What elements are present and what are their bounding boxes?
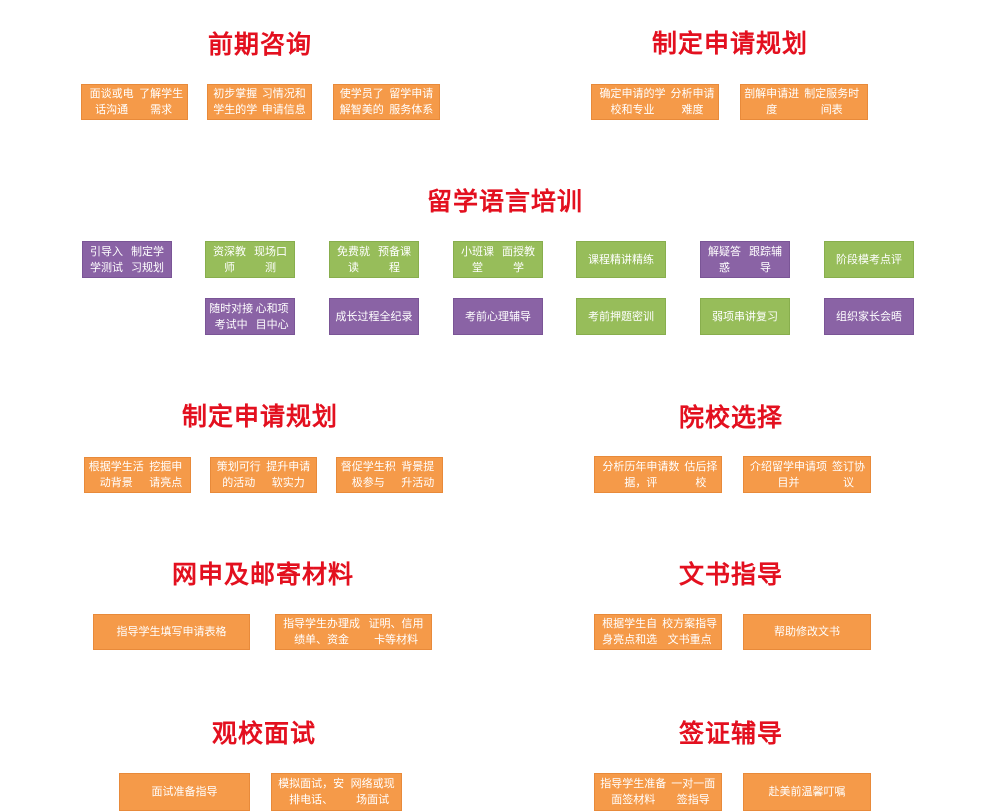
plan2-step-3: 督促学生积极参与 背景提升活动	[336, 457, 443, 493]
online-step-1-line-2: 申请表格	[182, 625, 227, 638]
lang-r1-4-line-1: 小班课堂	[461, 244, 494, 274]
section-title-essay: 文书指导	[678, 560, 783, 589]
plan1-step-1: 确定申请的学校和专业 分析申请难度	[591, 84, 719, 120]
interview-step-2-line-2: 网络或现场面试	[350, 777, 395, 806]
school-step-2-line-2: 签订协议	[832, 459, 866, 489]
plan2-step-1-line-2: 挖掘申请亮点	[149, 460, 183, 489]
online-step-1-line-1: 指导学生填写	[116, 625, 183, 638]
plan1-step-1-line-1: 确定申请的学校和专业	[599, 87, 666, 116]
lang-r1-4-line-2: 面授教学	[502, 244, 535, 274]
visa-step-2: 赴美前温馨叮嘱	[743, 773, 871, 811]
consult-step-3-line-1: 使学员了解智美的	[339, 87, 384, 116]
section-title-school: 院校选择	[678, 403, 783, 432]
lang-r1-2-line-1: 资深教师	[213, 244, 246, 274]
section-title-online: 网申及邮寄材料	[171, 560, 354, 589]
lang-r2-3: 考前心理辅导	[453, 298, 543, 335]
plan2-step-2-line-2: 提升申请软实力	[266, 460, 311, 489]
lang-r1-7-line-1: 阶段模考点评	[836, 252, 902, 266]
lang-r1-6-line-1: 解疑答惑	[708, 244, 741, 274]
lang-r1-4: 小班课堂 面授教学	[453, 241, 543, 278]
plan2-step-2: 策划可行的活动 提升申请软实力	[210, 457, 317, 493]
plan2-step-3-line-2: 背景提升活动	[401, 460, 435, 489]
lang-r2-1-line-2: 心和项目中心	[255, 301, 289, 331]
lang-r1-5: 课程精讲精练	[576, 241, 666, 278]
lang-r1-2: 资深教师 现场口测	[205, 241, 295, 278]
consult-step-2: 初步掌握学生的学 习情况和申请信息	[207, 84, 312, 120]
lang-r1-1: 引导入学测试 制定学习规划	[82, 241, 172, 278]
consult-step-3: 使学员了解智美的 留学申请服务体系	[333, 84, 440, 120]
school-step-2: 介绍留学申请项目并 签订协议	[743, 456, 871, 493]
school-step-2-line-1: 介绍留学申请项目并	[750, 459, 828, 489]
lang-r2-2: 成长过程全纪录	[329, 298, 419, 335]
lang-r2-3-line-1: 考前心理辅导	[465, 309, 531, 323]
online-step-2-line-1: 指导学生办理成绩单、资金	[283, 617, 361, 646]
consult-step-3-line-2: 留学申请服务体系	[389, 87, 434, 116]
lang-r2-1-line-1: 随时对接考试中	[209, 301, 254, 331]
essay-step-2: 帮助修改文书	[743, 614, 871, 650]
visa-step-1-line-1: 指导学生准备面签材料	[600, 777, 667, 806]
lang-r1-3-line-1: 免费就读	[337, 244, 370, 274]
lang-r1-5-line-1: 课程精讲精练	[588, 252, 654, 266]
interview-step-1: 面试准备指导	[119, 773, 250, 811]
essay-step-1-line-2: 校方案指导文书重点	[662, 617, 718, 646]
section-title-language: 留学语言培训	[426, 187, 583, 216]
lang-r2-4: 考前押题密训	[576, 298, 666, 335]
interview-step-2: 模拟面试，安排电话、 网络或现场面试	[271, 773, 402, 811]
online-step-2: 指导学生办理成绩单、资金 证明、信用卡等材料	[275, 614, 432, 650]
consult-step-1-line-2: 了解学生需求	[139, 87, 184, 116]
lang-r1-2-line-2: 现场口测	[254, 244, 287, 274]
lang-r1-6: 解疑答惑 跟踪辅导	[700, 241, 790, 278]
lang-r2-6-line-1: 组织家长会晤	[836, 309, 902, 323]
plan2-step-1-line-1: 根据学生活动背景	[88, 460, 144, 489]
plan2-step-1: 根据学生活动背景 挖掘申请亮点	[84, 457, 191, 493]
lang-r2-4-line-1: 考前押题密训	[588, 309, 654, 323]
lang-r2-5-line-1: 弱项串讲复习	[712, 309, 778, 323]
school-step-1-line-2: 估后择校	[684, 459, 718, 489]
lang-r1-1-line-1: 引导入学测试	[90, 244, 123, 274]
section-title-consult: 前期咨询	[207, 30, 312, 59]
consult-step-1-line-1: 面谈或电话沟通	[89, 87, 134, 116]
lang-r1-1-line-2: 制定学习规划	[131, 244, 164, 274]
plan1-step-2-line-1: 剖解申请进度	[744, 87, 800, 116]
school-step-1: 分析历年申请数据，评 估后择校	[594, 456, 722, 493]
lang-r2-2-line-1: 成长过程全纪录	[335, 309, 413, 323]
essay-step-2-line-1: 帮助修改文书	[774, 625, 840, 638]
visa-step-1: 指导学生准备面签材料 一对一面签指导	[594, 773, 722, 811]
consult-step-1: 面谈或电话沟通 了解学生需求	[81, 84, 188, 120]
interview-step-1-line-1: 面试准备指导	[151, 785, 218, 798]
lang-r2-5: 弱项串讲复习	[700, 298, 790, 335]
lang-r2-1: 随时对接考试中 心和项目中心	[205, 298, 295, 335]
plan1-step-2-line-2: 制定服务时间表	[804, 87, 860, 116]
visa-step-2-line-1: 赴美前温馨叮嘱	[768, 785, 846, 798]
section-title-plan-2: 制定申请规划	[181, 402, 338, 431]
school-step-1-line-1: 分析历年申请数据，评	[602, 459, 680, 489]
consult-step-2-line-2: 习情况和申请信息	[261, 87, 306, 116]
plan1-step-2: 剖解申请进度 制定服务时间表	[740, 84, 868, 120]
plan1-step-1-line-2: 分析申请难度	[670, 87, 715, 116]
section-title-interview: 观校面试	[211, 719, 316, 748]
section-title-visa: 签证辅导	[678, 719, 783, 748]
plan2-step-2-line-1: 策划可行的活动	[216, 460, 261, 489]
visa-step-1-line-2: 一对一面签指导	[671, 777, 716, 806]
interview-step-2-line-1: 模拟面试，安排电话、	[278, 777, 345, 806]
lang-r2-6: 组织家长会晤	[824, 298, 914, 335]
consult-step-2-line-1: 初步掌握学生的学	[213, 87, 258, 116]
section-title-plan-1: 制定申请规划	[651, 29, 808, 58]
lang-r1-3: 免费就读 预备课程	[329, 241, 419, 278]
lang-r1-6-line-2: 跟踪辅导	[749, 244, 782, 274]
plan2-step-3-line-1: 督促学生积极参与	[340, 460, 396, 489]
online-step-1: 指导学生填写 申请表格	[93, 614, 250, 650]
essay-step-1-line-1: 根据学生自身亮点和选	[602, 617, 658, 646]
lang-r1-7: 阶段模考点评	[824, 241, 914, 278]
online-step-2-line-2: 证明、信用卡等材料	[368, 617, 424, 646]
lang-r1-3-line-2: 预备课程	[378, 244, 411, 274]
essay-step-1: 根据学生自身亮点和选 校方案指导文书重点	[594, 614, 722, 650]
